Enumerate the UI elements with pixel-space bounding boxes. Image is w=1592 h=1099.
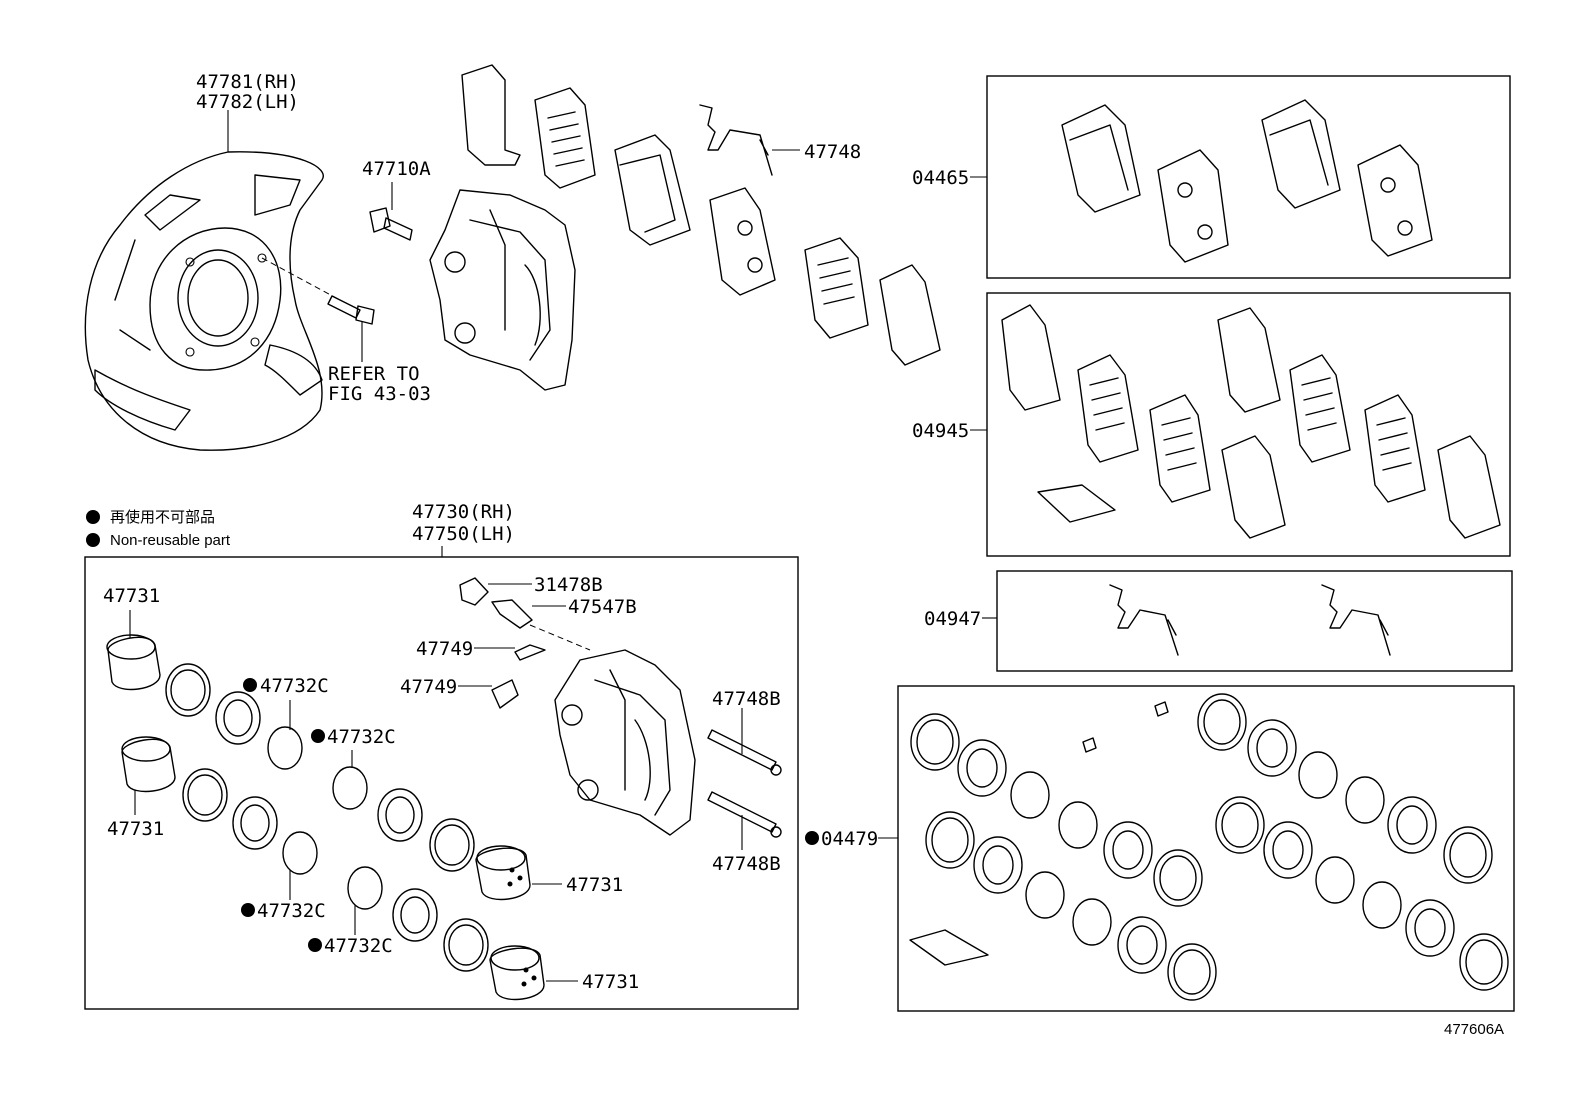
label-caliper-lh: 47750(LH) — [412, 523, 515, 545]
label-shield-rh: 47781(RH) — [196, 71, 299, 93]
piston-ml-drawing — [121, 736, 176, 793]
label-piston-r1: 47731 — [566, 874, 623, 896]
label-bleeder-plug: 47547B — [568, 596, 637, 618]
label-spring-top: 47748 — [804, 141, 861, 163]
piston-r1-drawing — [475, 845, 531, 901]
legend-non-reusable-jp: 再使用不可部品 — [110, 509, 215, 526]
label-refer-2: FIG 43-03 — [328, 383, 431, 405]
kit-shims-drawing — [1001, 304, 1501, 539]
guide-pin-b-drawing — [707, 791, 782, 838]
label-refer-1: REFER TO — [328, 363, 420, 385]
label-piston-ml: 47731 — [107, 818, 164, 840]
label-caliper-rh: 47730(RH) — [412, 501, 515, 523]
guide-pin-a-drawing — [707, 729, 782, 776]
label-seal-1: 47732C — [260, 675, 329, 697]
kit-springs-drawing — [1109, 584, 1391, 656]
label-kit-springs: 04947 — [924, 608, 981, 630]
label-pin-a: 47748B — [712, 688, 781, 710]
spring-top-drawing — [699, 104, 773, 176]
label-seal-4: 47732C — [324, 935, 393, 957]
label-seal-3: 47732C — [257, 900, 326, 922]
label-clip-b: 47749 — [400, 676, 457, 698]
kit-seals-drawing — [909, 693, 1509, 1001]
label-bolt: 47710A — [362, 158, 431, 180]
bleeder-plug-drawing — [491, 599, 533, 629]
legend-non-reusable-en: Non-reusable part — [110, 532, 231, 549]
label-piston-tl: 47731 — [103, 585, 160, 607]
piston-tl-drawing — [106, 634, 161, 691]
bleeder-cap-drawing — [459, 577, 489, 606]
diagram-id: 477606A — [1444, 1021, 1504, 1038]
mounting-bolt-drawing — [327, 295, 375, 325]
kit-box-shims — [986, 292, 1511, 557]
label-bleeder-cap: 31478B — [534, 574, 603, 596]
label-kit-shims: 04945 — [912, 420, 969, 442]
kit-pads-drawing — [1061, 99, 1433, 263]
top-pad-row-drawing — [461, 64, 941, 366]
caliper-top-drawing — [429, 189, 576, 391]
piston-r2-drawing — [489, 945, 545, 1001]
label-kit-pads: 04465 — [912, 167, 969, 189]
caliper-lower-drawing — [554, 649, 696, 836]
label-kit-seals: 04479 — [821, 828, 878, 850]
label-pin-b: 47748B — [712, 853, 781, 875]
caliper-bolt-drawing — [369, 207, 413, 241]
caliper-assembly-box — [84, 556, 799, 1010]
label-piston-r2: 47731 — [582, 971, 639, 993]
kit-box-pads — [986, 75, 1511, 279]
label-shield-lh: 47782(LH) — [196, 91, 299, 113]
label-clip-a: 47749 — [416, 638, 473, 660]
kit-box-springs — [996, 570, 1513, 672]
label-seal-2: 47732C — [327, 726, 396, 748]
kit-box-seals — [897, 685, 1515, 1012]
dust-shield-drawing — [84, 151, 324, 451]
